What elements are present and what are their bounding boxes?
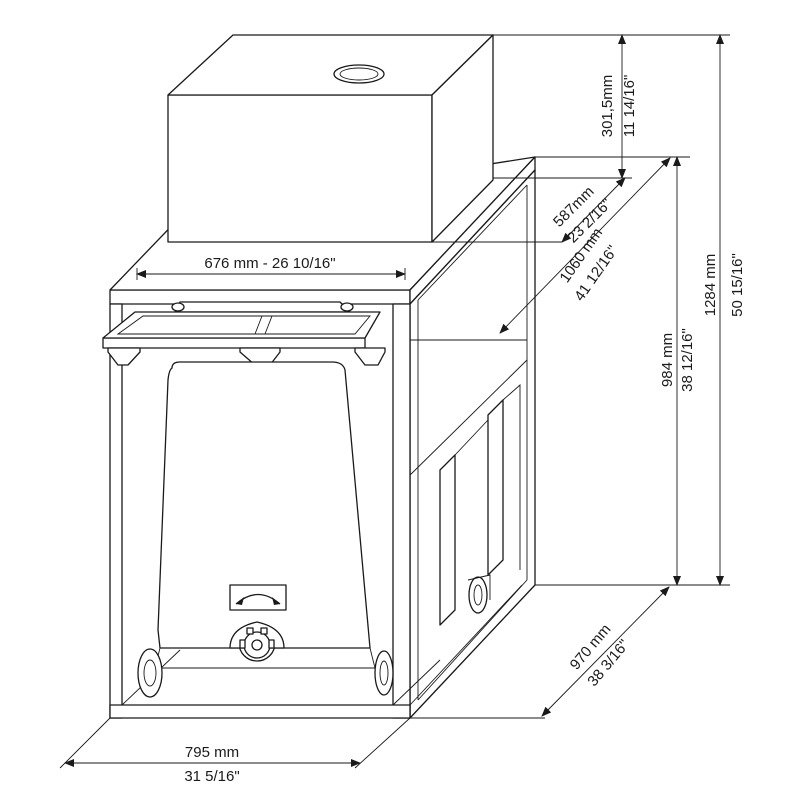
gear-icon: [229, 621, 285, 662]
label-box-height-in: 11 14/16": [621, 75, 638, 138]
label-frame-height-in: 38 12/16": [679, 328, 696, 392]
label-total-height-in: 50 15/16": [729, 253, 746, 317]
label-width-in: 31 5/16": [184, 768, 239, 785]
bin: [137, 361, 394, 698]
label-box-height-mm: 301,5mm: [599, 75, 616, 138]
label-top-width: 676 mm - 26 10/16": [204, 255, 335, 272]
top-box: [167, 34, 494, 243]
label-frame-height-mm: 984 mm: [659, 333, 676, 387]
label-total-height-mm: 1284 mm: [702, 254, 719, 317]
dimension-lines: [59, 34, 730, 769]
tray-assembly: [102, 301, 386, 366]
label-width-mm: 795 mm: [185, 744, 239, 761]
side-rails: [439, 384, 521, 626]
